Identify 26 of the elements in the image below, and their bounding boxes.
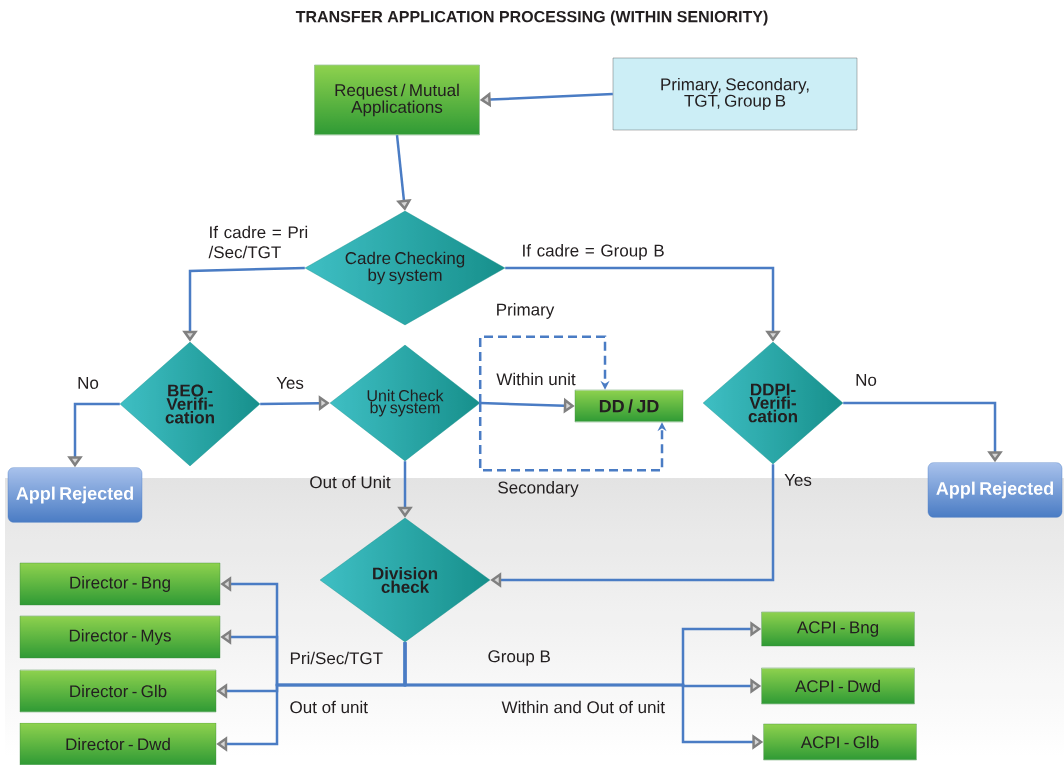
edge-label: No — [78, 377, 99, 389]
branch-label: Pri/Sec/TGT — [290, 651, 383, 665]
edge-label: No — [856, 374, 877, 386]
edge-label: Yes — [784, 474, 812, 486]
edge-label: Secondary — [498, 481, 579, 497]
branch-label: Out of unit — [290, 700, 368, 714]
process-box: Director - Bng — [19, 562, 221, 606]
rejected-box: Appl Rejected — [7, 467, 143, 523]
branch-label: Within and Out of unit — [501, 700, 665, 714]
edge-label: If cadre = Group B — [523, 244, 664, 260]
edge-label: Within unit — [496, 372, 576, 386]
branch-label: Group B — [488, 650, 550, 666]
process-box: Request / Mutual Applications — [314, 64, 480, 136]
process-box: Director - Dwd — [19, 722, 217, 765]
process-box: ACPI - Glb — [763, 723, 917, 761]
edge-label: Yes — [276, 377, 304, 389]
process-box: ACPI - Dwd — [761, 667, 915, 705]
process-box: ACPI - Bng — [761, 611, 915, 647]
process-box: Director - Mys — [19, 615, 221, 659]
arrow — [478, 335, 610, 403]
rejected-box: Appl Rejected — [927, 462, 1063, 518]
edge-label: Out of Unit — [310, 475, 391, 489]
process-box: Director - Glb — [19, 669, 217, 713]
input-box: Primary, Secondary, TGT, Group B — [612, 57, 858, 131]
title: TRANSFER APPLICATION PROCESSING (WITHIN SENIORITY) — [295, 10, 768, 26]
process-box: DD / JD — [574, 389, 684, 423]
